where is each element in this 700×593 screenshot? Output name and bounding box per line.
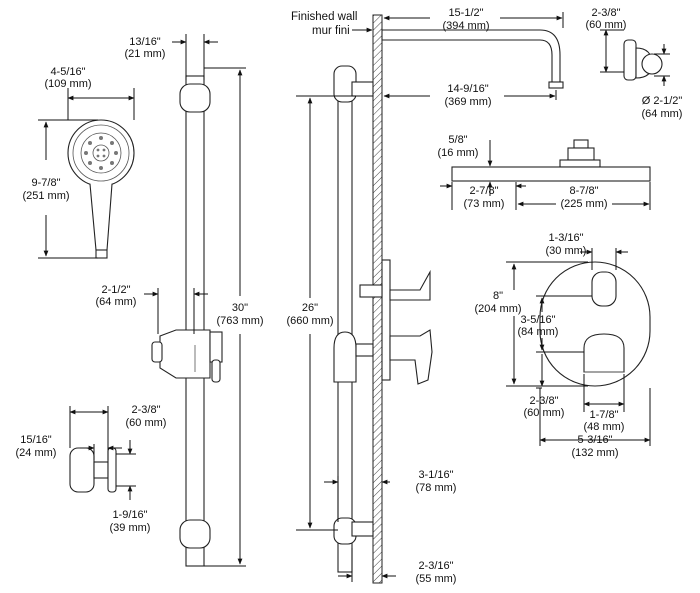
holder-depth-imperial: 2-1/2" <box>102 284 131 296</box>
bar-bottom-width-metric: (55 mm) <box>416 573 457 585</box>
plate-height-imperial: 8" <box>493 290 503 302</box>
slide-bar-side-drawing <box>333 65 374 573</box>
bar-top-width-metric: (21 mm) <box>125 48 166 60</box>
lever-spacing-metric: (84 mm) <box>518 326 559 338</box>
bar-bracket-depth-metric: (78 mm) <box>416 482 457 494</box>
finished-wall-label: Finished wall <box>291 11 357 23</box>
head-thickness-imperial: 5/8" <box>448 134 467 146</box>
elbow-depth-imperial: 15/16" <box>20 434 52 446</box>
head-offset-imperial: 2-7/8" <box>470 185 499 197</box>
shower-arm-drawing <box>381 29 564 89</box>
handshower-drawing <box>67 119 135 259</box>
head-diameter-metric: (225 mm) <box>560 198 607 210</box>
bar-height-imperial: 26" <box>302 302 318 314</box>
elbow-width-metric: (60 mm) <box>126 417 167 429</box>
arm-length-imperial: 15-1/2" <box>448 7 483 19</box>
valve-side-drawing <box>359 259 433 385</box>
dimension-labels: Finished wall mur fini 13/16" (21 mm) 4-… <box>16 7 683 585</box>
flange-width-imperial: 2-3/8" <box>592 7 621 19</box>
wall-flange-drawing <box>623 39 663 81</box>
elbow-depth-metric: (24 mm) <box>16 447 57 459</box>
flange-diameter-imperial: Ø 2-1/2" <box>642 95 683 107</box>
arm-projection-imperial: 14-9/16" <box>447 83 488 95</box>
lever-spacing-imperial: 3-5/16" <box>520 314 555 326</box>
lower-offset-imperial: 2-3/8" <box>530 395 559 407</box>
valve-plate-drawing <box>539 261 651 387</box>
finished-wall-label-fr: mur fini <box>312 25 350 37</box>
handshower-length-imperial: 9-7/8" <box>32 177 61 189</box>
elbow-width-imperial: 2-3/8" <box>132 404 161 416</box>
flange-diameter-metric: (64 mm) <box>642 108 683 120</box>
plate-height-metric: (204 mm) <box>474 303 521 315</box>
arm-length-metric: (394 mm) <box>442 20 489 32</box>
elbow-height-imperial: 1-9/16" <box>112 509 147 521</box>
handshower-width-imperial: 4-5/16" <box>50 66 85 78</box>
flange-width-metric: (60 mm) <box>586 19 627 31</box>
handshower-width-metric: (109 mm) <box>44 78 91 90</box>
wall-elbow-drawing <box>69 447 117 493</box>
holder-depth-metric: (64 mm) <box>96 296 137 308</box>
elbow-height-metric: (39 mm) <box>110 522 151 534</box>
handshower-length-metric: (251 mm) <box>22 190 69 202</box>
handle-width-imperial: 1-7/8" <box>590 409 619 421</box>
plate-width-metric: (132 mm) <box>571 447 618 459</box>
bar-length-metric: (763 mm) <box>216 315 263 327</box>
head-diameter-imperial: 8-7/8" <box>570 185 599 197</box>
shower-head-drawing <box>451 139 651 182</box>
lever-width-metric: (30 mm) <box>546 245 587 257</box>
lower-offset-metric: (60 mm) <box>524 407 565 419</box>
bar-length-imperial: 30" <box>232 302 248 314</box>
handle-width-metric: (48 mm) <box>584 421 625 433</box>
arm-projection-metric: (369 mm) <box>444 96 491 108</box>
bar-bottom-width-imperial: 2-3/16" <box>418 560 453 572</box>
lever-width-imperial: 1-3/16" <box>548 232 583 244</box>
head-thickness-metric: (16 mm) <box>438 147 479 159</box>
plate-width-imperial: 5-3/16" <box>577 434 612 446</box>
bar-height-metric: (660 mm) <box>286 315 333 327</box>
bar-bracket-depth-imperial: 3-1/16" <box>418 469 453 481</box>
slide-bar-front-drawing <box>151 75 223 567</box>
dimension-lines <box>38 12 670 582</box>
head-offset-metric: (73 mm) <box>464 198 505 210</box>
bar-top-width-imperial: 13/16" <box>129 36 161 48</box>
finished-wall <box>372 14 383 584</box>
